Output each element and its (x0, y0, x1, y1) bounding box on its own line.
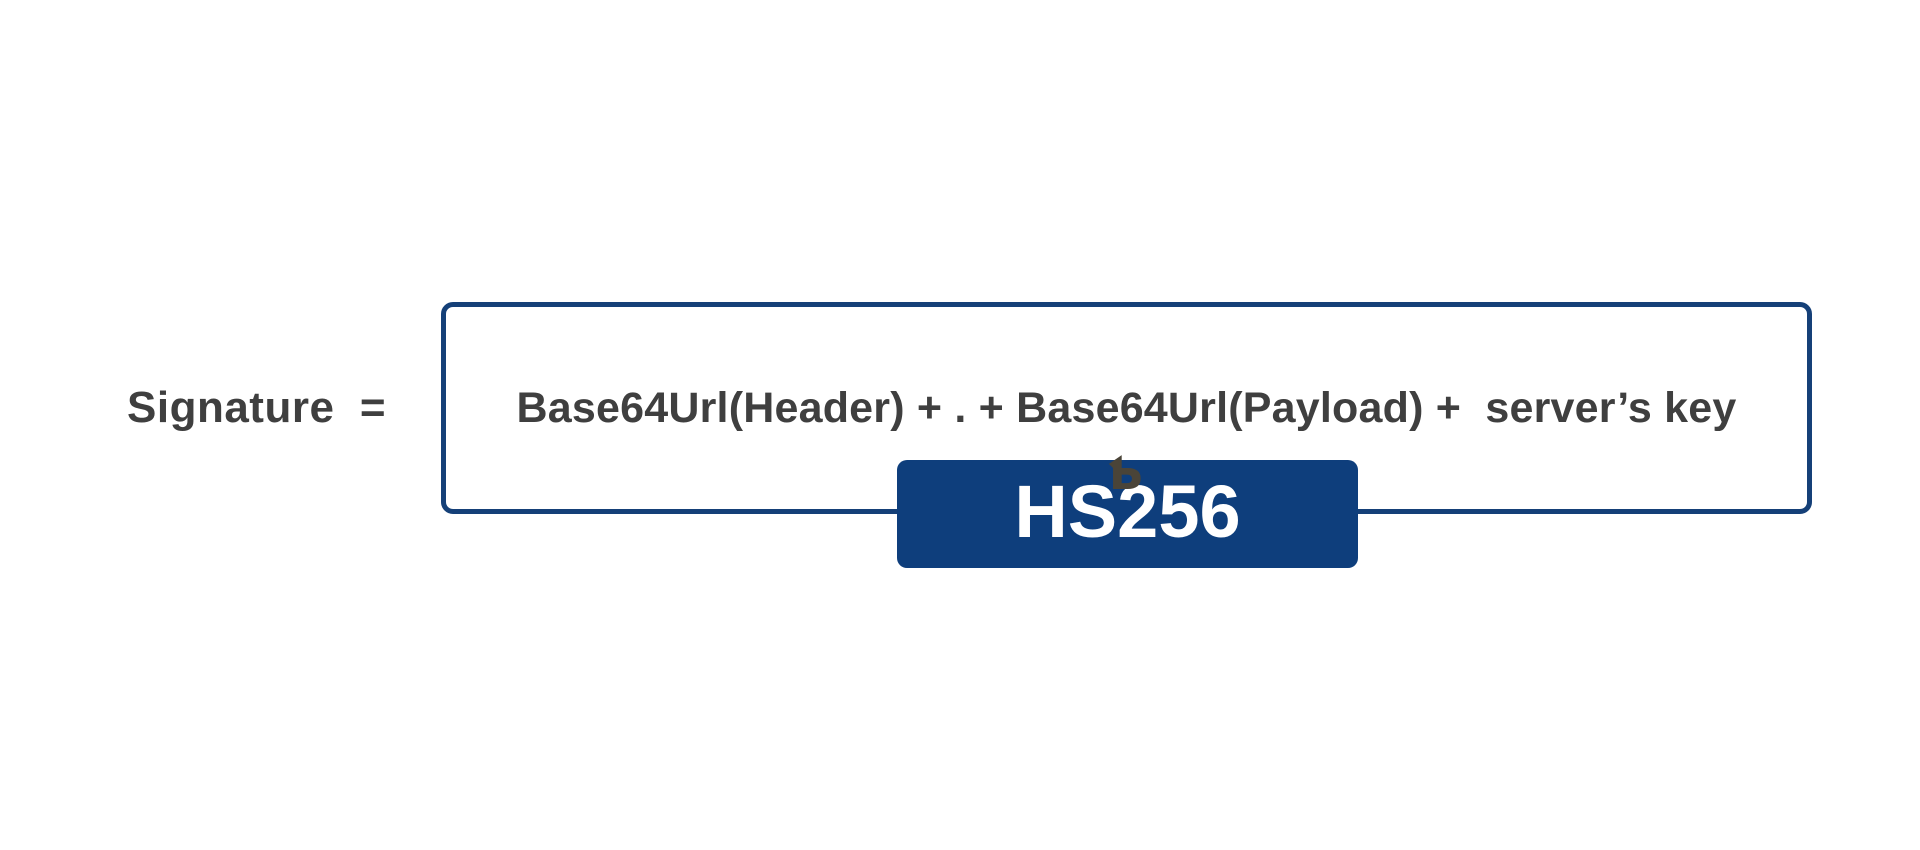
hs256-label: HS256 (1014, 470, 1241, 553)
hs256-badge: HS256 (897, 460, 1358, 568)
signature-label: Signature = (127, 383, 387, 432)
formula-text: Base64Url(Header) + . + Base64Url(Payloa… (516, 383, 1737, 432)
